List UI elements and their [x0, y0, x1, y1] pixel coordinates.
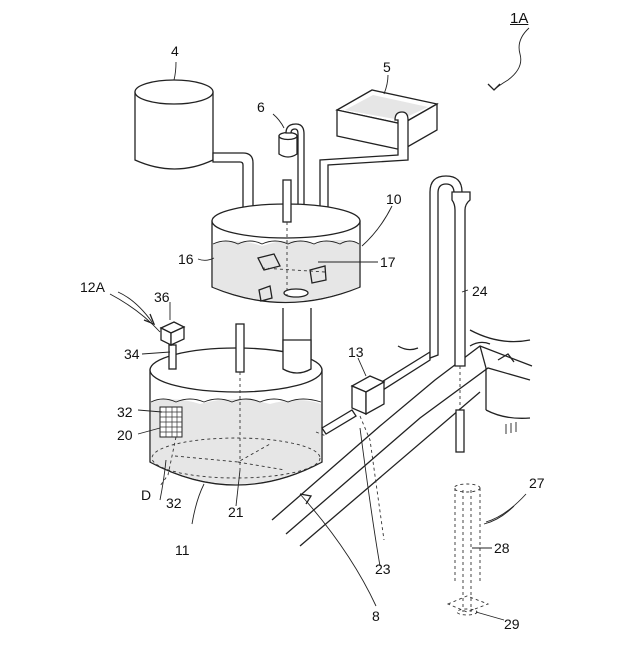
- label-plate-32-top: 32: [117, 405, 133, 419]
- pipe-tank4-reactor: [213, 153, 253, 213]
- label-stirrer-21: 21: [228, 505, 244, 519]
- label-sensor-34: 34: [124, 347, 140, 361]
- label-shaft-28: 28: [494, 541, 510, 555]
- label-tank-4: 4: [171, 44, 179, 58]
- label-plate-32-bottom: 32: [166, 496, 182, 510]
- label-pipe-24: 24: [472, 284, 488, 298]
- label-outer-16: 16: [178, 252, 194, 266]
- label-detail-d: D: [141, 488, 151, 502]
- label-impeller-17: 17: [380, 255, 396, 269]
- label-well-27: 27: [529, 476, 545, 490]
- well-27: [448, 484, 488, 615]
- reactor-10: [212, 180, 360, 303]
- label-ground-8: 8: [372, 609, 380, 623]
- label-system-1a: 1A: [510, 11, 528, 26]
- label-tank-5: 5: [383, 60, 391, 74]
- tank-11: [150, 322, 326, 486]
- pipe-23-valve-13: [322, 352, 430, 540]
- pipe-24: [430, 176, 470, 452]
- label-pipe-23: 23: [375, 562, 391, 576]
- tank-5: [337, 90, 437, 150]
- label-bit-29: 29: [504, 617, 520, 631]
- label-unit-12a: 12A: [80, 280, 105, 294]
- label-sensor-36: 36: [154, 290, 170, 304]
- label-valve-13: 13: [348, 345, 364, 359]
- label-tank-11: 11: [175, 543, 190, 557]
- label-reactor-10: 10: [386, 192, 402, 206]
- label-element-20: 20: [117, 428, 133, 442]
- label-vessel-6: 6: [257, 100, 265, 114]
- tank-4: [135, 80, 213, 169]
